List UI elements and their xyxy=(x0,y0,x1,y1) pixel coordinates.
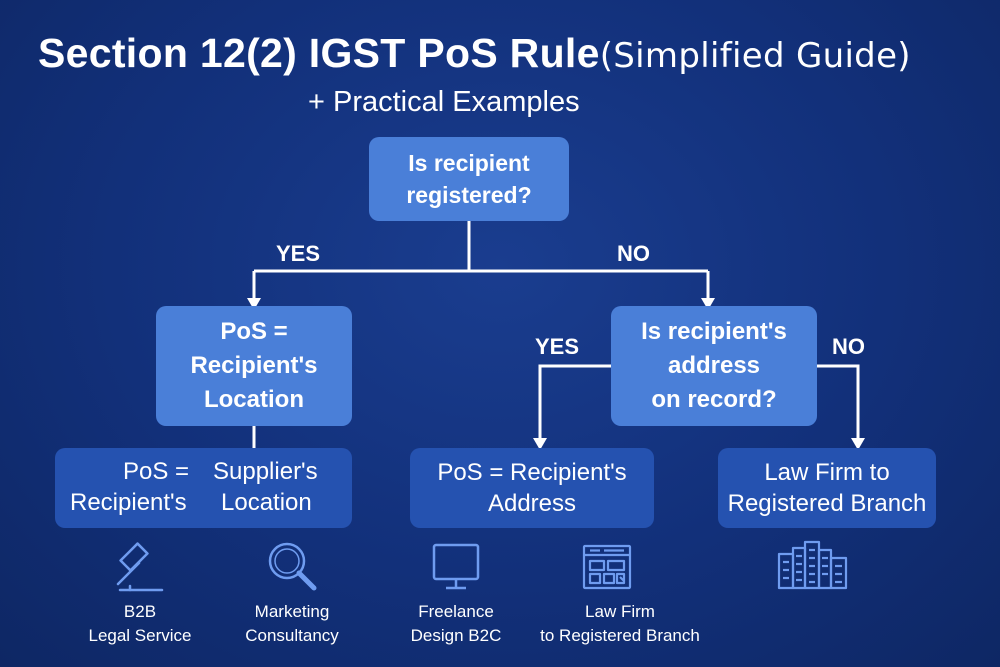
example-lawfirm-line1: Law Firm xyxy=(585,602,655,621)
connector-q2-no xyxy=(817,364,860,440)
split-left-line2: Recipient's xyxy=(70,489,187,516)
lawfirm-line1: Law Firm to xyxy=(764,459,890,486)
magnifier-icon xyxy=(268,542,317,591)
example-marketing-line2: Consultancy xyxy=(245,626,339,645)
decision-recipient-registered: Is recipient registered? xyxy=(369,137,569,221)
connector-q2-yes xyxy=(538,364,611,440)
example-legal-line1: B2B xyxy=(123,602,157,621)
gavel-icon xyxy=(116,542,164,592)
example-marketing-line1: Marketing xyxy=(254,602,330,621)
pos-address-line2: Address xyxy=(487,490,577,517)
outcome-pos-recipient-location: PoS = Recipient's Location xyxy=(156,306,352,426)
outcome-pos-line3: Location xyxy=(203,386,304,413)
label-q1-yes: YES xyxy=(276,241,321,266)
example-freelance-line1: Freelance xyxy=(418,602,494,621)
outcome-pos-line1: PoS = xyxy=(220,318,288,345)
example-legal-line2: Legal Service xyxy=(88,626,192,645)
label-q1-no: NO xyxy=(617,241,650,266)
example-caption-lawfirm: Law Firm to Registered Branch xyxy=(520,600,720,648)
decision-address-on-record: Is recipient's address on record? xyxy=(611,306,817,426)
floorplan-icon xyxy=(582,544,632,590)
decision-q2-line2: address xyxy=(667,352,761,379)
outcome-lawfirm-branch: Law Firm to Registered Branch xyxy=(718,448,936,528)
decision-q2-line3: on record? xyxy=(651,386,777,413)
outcome-pos-recipient-address: PoS = Recipient's Address xyxy=(410,448,654,528)
label-q2-yes: YES xyxy=(535,334,580,359)
decision-q1-line1: Is recipient xyxy=(408,150,530,176)
lawfirm-line2: Registered Branch xyxy=(727,490,927,517)
connector-q1-split xyxy=(254,221,708,273)
decision-q1-line2: registered? xyxy=(406,182,532,208)
pos-address-line1: PoS = Recipient's xyxy=(437,459,627,486)
example-freelance-line2: Design B2C xyxy=(410,626,502,645)
arrowhead-q2-yes xyxy=(533,438,547,450)
split-left-line1: PoS = xyxy=(123,458,190,485)
title-paren: (Simplified Guide) xyxy=(599,36,911,76)
example-caption-freelance: Freelance Design B2C xyxy=(386,600,526,648)
example-caption-legal: B2B Legal Service xyxy=(70,600,210,648)
arrowhead-q2-no xyxy=(851,438,865,450)
page-title: Section 12(2) IGST PoS Rule(Simplified G… xyxy=(38,30,911,77)
arrowhead-no xyxy=(701,298,715,310)
outcome-split-box: PoS = Recipient's Supplier's Location xyxy=(55,448,352,528)
outcome-pos-line2: Recipient's xyxy=(190,352,318,379)
title-main: Section 12(2) IGST PoS Rule xyxy=(38,30,600,76)
label-q2-no: NO xyxy=(832,334,865,359)
example-caption-marketing: Marketing Consultancy xyxy=(222,600,362,648)
arrowhead-yes xyxy=(247,298,261,310)
buildings-icon xyxy=(777,540,848,590)
split-right-line1: Supplier's xyxy=(213,458,318,485)
example-lawfirm-line2: to Registered Branch xyxy=(540,626,700,645)
decision-q2-line1: Is recipient's xyxy=(641,318,787,345)
page-subtitle: + Practical Examples xyxy=(308,86,580,118)
monitor-icon xyxy=(432,543,480,590)
split-right-line2: Location xyxy=(221,489,312,516)
